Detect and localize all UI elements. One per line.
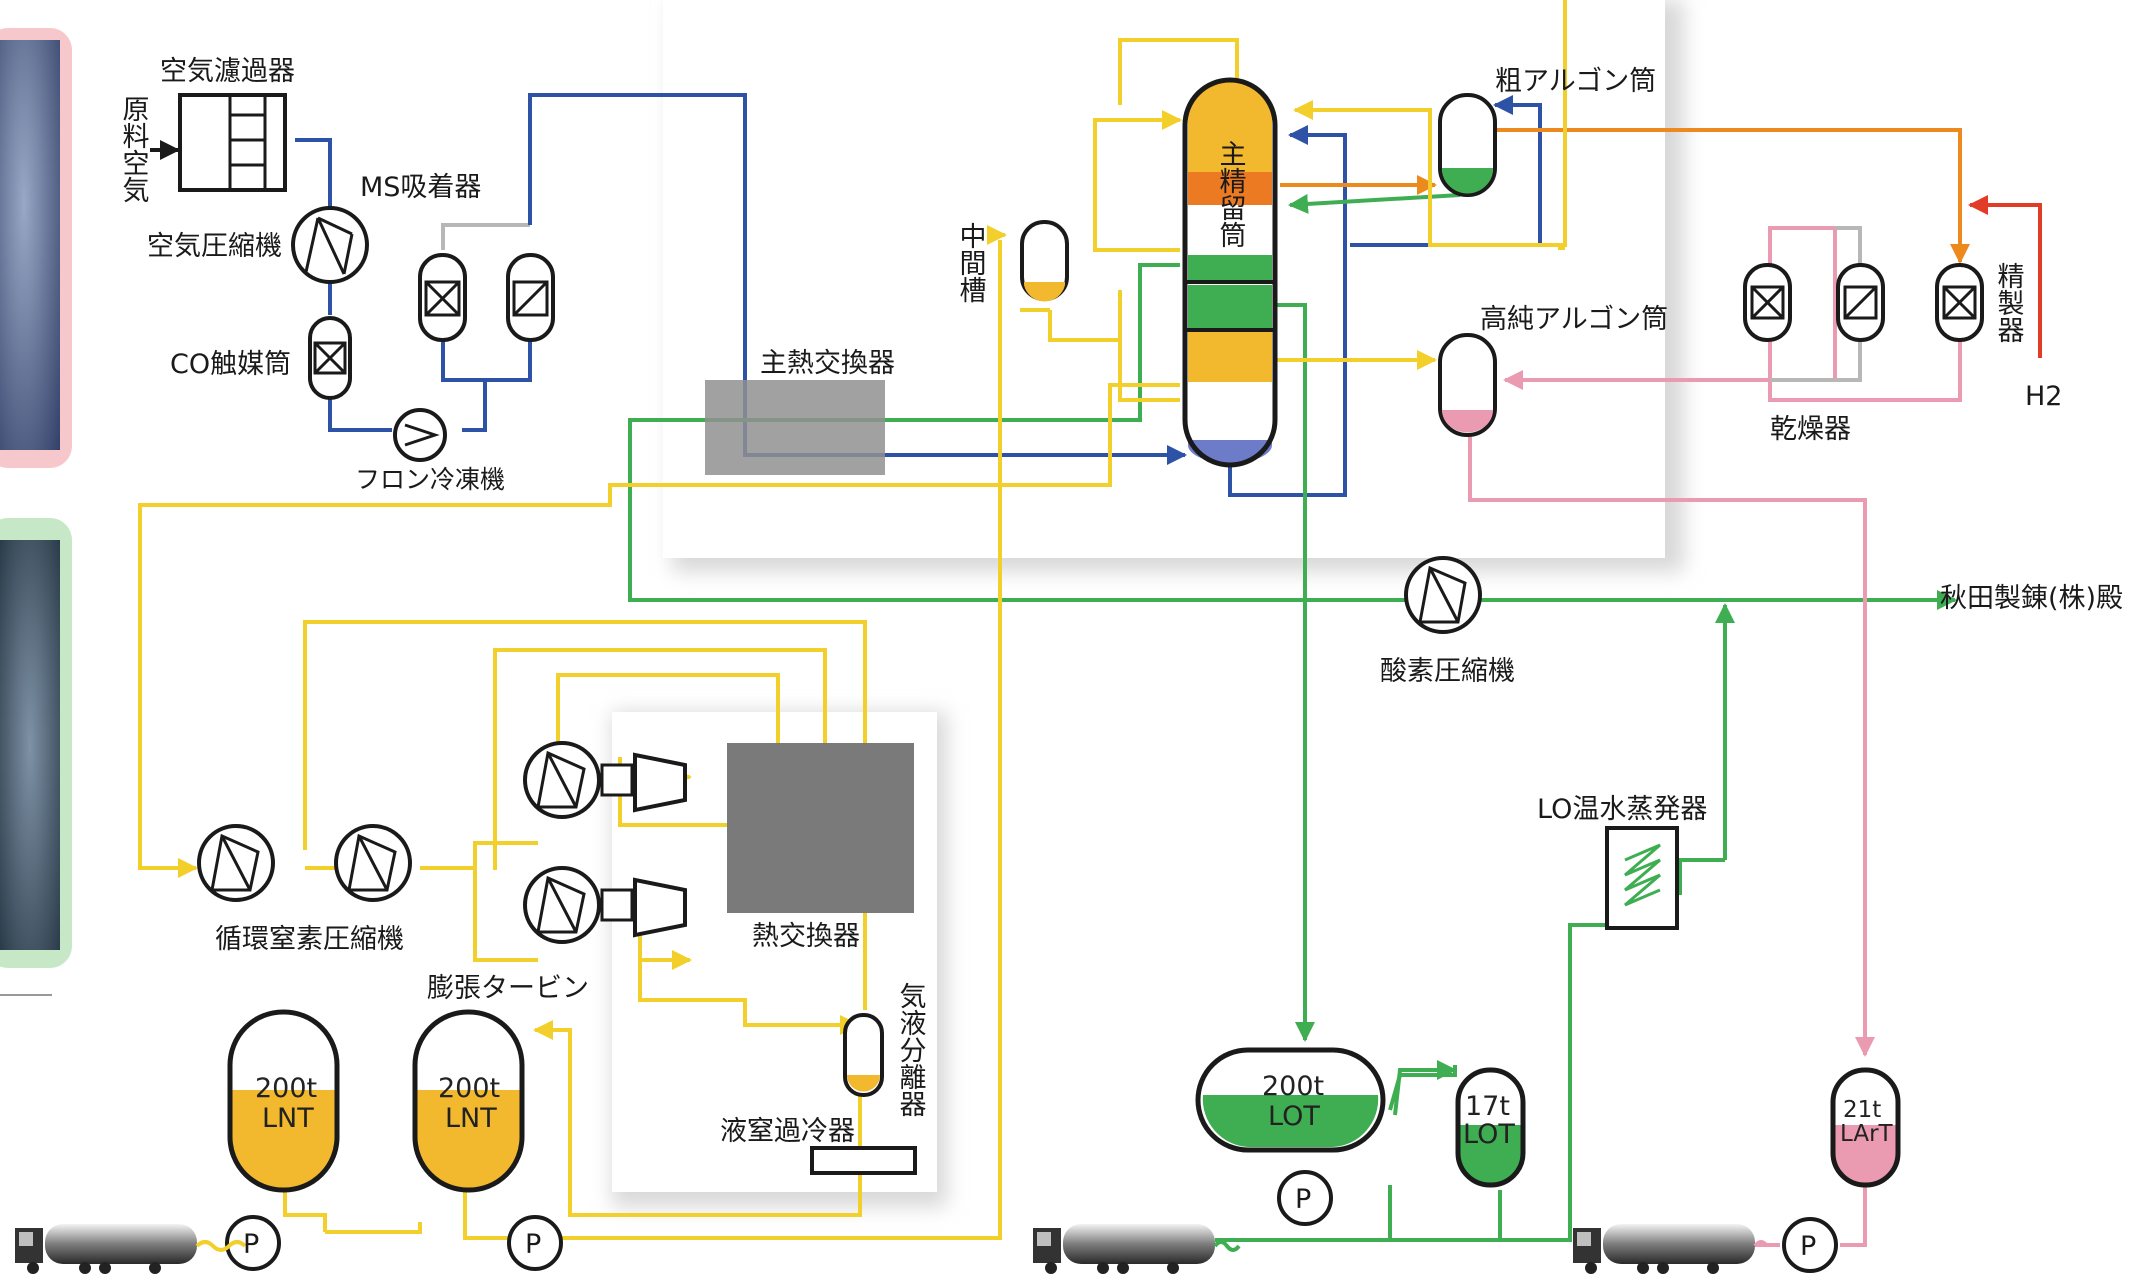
ms-adsorber [420, 255, 553, 340]
label-main-heat-exchanger: 主熱交換器 [760, 348, 895, 379]
main-heat-exchanger [705, 380, 885, 475]
pump-label: P [525, 1229, 541, 1260]
label-ms-adsorber: MS吸着器 [360, 172, 481, 203]
air-compressor [293, 208, 367, 282]
tank-product: LNT [445, 1103, 497, 1134]
pump-label: P [1800, 1231, 1816, 1262]
label-recycle-n2-compressor: 循環窒素圧縮機 [215, 924, 404, 955]
heat-exchanger [727, 743, 914, 913]
air-filter [180, 95, 285, 190]
label-purifier: 精製器 [1993, 262, 2025, 343]
tank-product: LOT [1268, 1101, 1320, 1132]
label-feed-air: 原料空気 [118, 95, 150, 203]
label-gas-liquid-separator: 気液分離器 [895, 982, 927, 1117]
left-photos [0, 28, 72, 995]
label-air-compressor: 空気圧縮機 [147, 231, 282, 262]
gas-liquid-separator [845, 1015, 882, 1095]
label-pure-argon-column: 高純アルゴン筒 [1480, 304, 1668, 335]
label-oxygen-compressor: 酸素圧縮機 [1380, 656, 1515, 687]
tank-capacity: 17t [1465, 1091, 1510, 1122]
tank-capacity: 200t [438, 1073, 500, 1104]
liquid-n2-subcooler [812, 1148, 915, 1173]
label-hydrogen: H2 [2025, 381, 2062, 412]
tank-product: LArT [1840, 1121, 1894, 1147]
pump-label: P [243, 1229, 259, 1260]
pure-argon-column [1440, 335, 1495, 435]
main-column [1185, 78, 1275, 465]
oxygen-compressor [1406, 558, 1480, 632]
intermediate-tank [1022, 222, 1067, 301]
freon-refrigerator [395, 410, 445, 460]
label-freon-refrigerator: フロン冷凍機 [355, 465, 505, 494]
pump-label: P [1295, 1184, 1311, 1215]
label-air-filter: 空気濾過器 [160, 56, 295, 87]
label-crude-argon-column: 粗アルゴン筒 [1495, 66, 1656, 97]
tank-capacity: 21t [1843, 1097, 1881, 1123]
label-heat-exchanger: 熱交換器 [752, 921, 860, 952]
label-dryer: 乾燥器 [1770, 414, 1851, 445]
label-expansion-turbine: 膨張タービン [427, 973, 589, 1004]
label-main-column: 主精留筒 [1215, 140, 1247, 248]
lo-vaporizer [1607, 828, 1677, 928]
label-lo-vaporizer: LO温水蒸発器 [1537, 794, 1707, 825]
label-intermediate-tank: 中間槽 [955, 222, 987, 303]
label-liquid-n2-subcooler: 液窒過冷器 [720, 1116, 855, 1147]
label-customer: 秋田製錬(株)殿 [1940, 583, 2123, 614]
crude-argon-column [1440, 95, 1495, 195]
tank-product: LNT [262, 1103, 314, 1134]
tank-capacity: 200t [255, 1073, 317, 1104]
purifier [1937, 265, 1982, 340]
dryer [1745, 265, 1883, 340]
tank-product: LOT [1463, 1119, 1515, 1150]
co-catalyst [310, 318, 350, 398]
tank-capacity: 200t [1262, 1071, 1324, 1102]
label-co-catalyst: CO触媒筒 [170, 349, 291, 380]
